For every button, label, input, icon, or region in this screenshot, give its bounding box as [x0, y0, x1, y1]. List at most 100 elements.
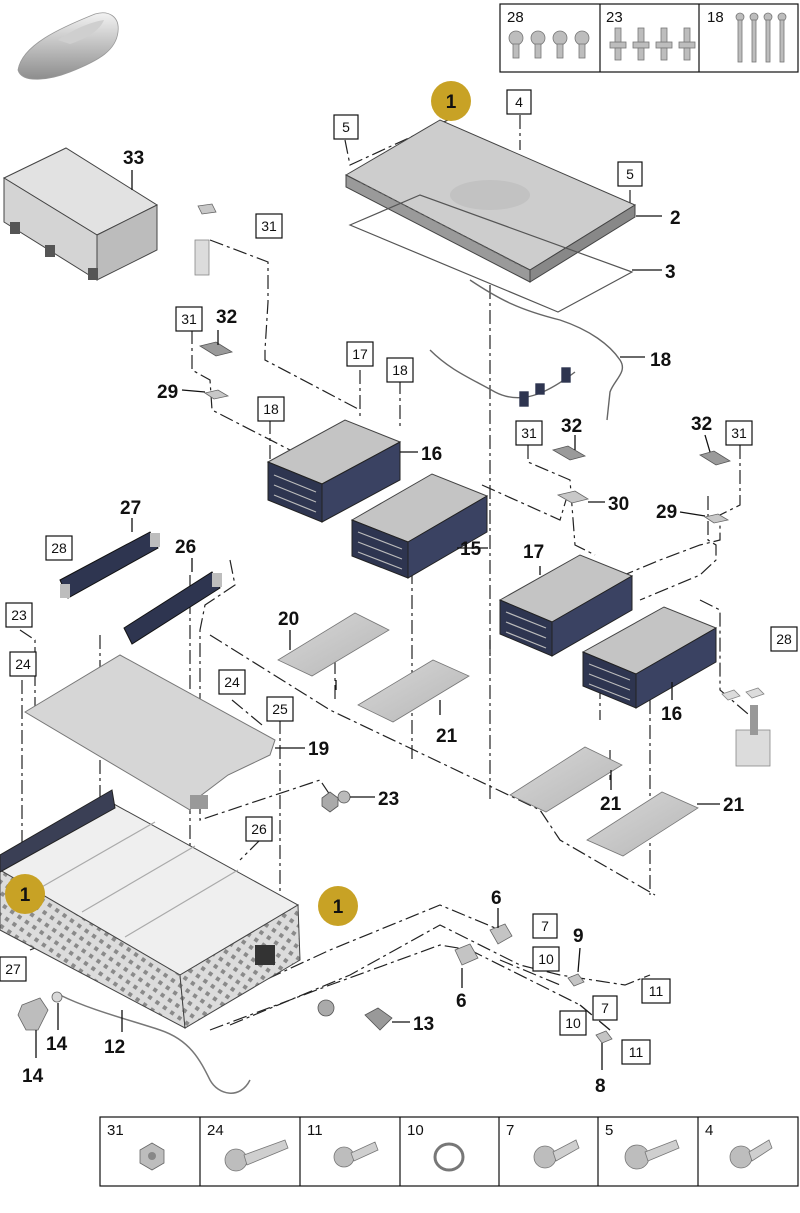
highlight-marker-1[interactable]: 1 [318, 886, 358, 926]
part-21-thermal-pad[interactable] [277, 612, 390, 677]
callout-box-23[interactable]: 23 [5, 602, 33, 628]
part-21-thermal-pad[interactable] [357, 659, 470, 723]
callout-box-31[interactable]: 31 [175, 306, 203, 332]
part-28-connector-right[interactable] [721, 687, 771, 767]
highlight-marker-1[interactable]: 1 [5, 874, 45, 914]
part-19-wiring-harness[interactable] [429, 279, 624, 421]
callout-box-24[interactable]: 25 [266, 696, 294, 722]
callout-box-31[interactable]: 31 [515, 420, 543, 446]
part-30-plate[interactable] [556, 490, 590, 504]
callout-22[interactable]: 23 [378, 789, 399, 810]
part-15-seal-ring[interactable] [51, 991, 63, 1003]
callout-box-5[interactable]: 5 [617, 161, 643, 187]
seal-ring-icon [433, 1142, 465, 1172]
callout-box-7[interactable]: 7 [592, 995, 618, 1021]
callout-box-18[interactable]: 18 [386, 357, 414, 383]
callout-17[interactable]: 17 [523, 542, 544, 563]
callout-32[interactable]: 32 [691, 414, 712, 435]
callout-21[interactable]: 21 [723, 795, 745, 816]
bolt-icon [224, 1139, 289, 1172]
legend-top-label: 28 [507, 9, 524, 26]
callout-14[interactable]: 14 [22, 1066, 44, 1087]
part-32-bracket-middle[interactable] [551, 445, 587, 461]
part-32-bracket-left[interactable] [198, 341, 234, 357]
callout-12[interactable]: 12 [104, 1037, 125, 1058]
callout-21[interactable]: 20 [278, 609, 299, 630]
callout-box-28[interactable]: 28 [45, 535, 73, 561]
part-32-bracket-right[interactable] [699, 450, 731, 466]
part-3-cover-seal[interactable] [348, 194, 634, 313]
part-31-clip-upper[interactable] [194, 203, 217, 276]
callout-21[interactable]: 21 [436, 726, 458, 747]
callout-13[interactable]: 13 [413, 1014, 434, 1035]
callout-box-18[interactable]: 18 [257, 396, 285, 422]
callout-box-31[interactable]: 31 [255, 213, 283, 239]
part-13-service-connector[interactable] [317, 999, 393, 1031]
callout-8[interactable]: 8 [595, 1076, 606, 1097]
callout-box-28[interactable]: 28 [770, 626, 798, 652]
callout-box-24[interactable]: 24 [9, 651, 37, 677]
callout-box-18[interactable]: 17 [346, 341, 374, 367]
callout-33[interactable]: 33 [123, 148, 144, 169]
part-25-side-cover[interactable] [123, 571, 222, 645]
callout-32[interactable]: 32 [561, 416, 582, 437]
callout-box-11[interactable]: 11 [641, 978, 671, 1004]
callout-21[interactable]: 21 [600, 794, 622, 815]
part-12-battery-housing[interactable] [0, 789, 301, 1094]
legend-bottom-label: 31 [107, 1122, 124, 1139]
callout-30[interactable]: 30 [608, 494, 629, 515]
part-22-nut[interactable] [321, 790, 351, 813]
part-6-valve-lower[interactable] [454, 943, 479, 966]
callout-box-7[interactable]: 7 [532, 913, 558, 939]
part-17-module-lower[interactable] [498, 554, 634, 657]
part-8-fitting[interactable] [595, 1030, 613, 1044]
callout-box-23[interactable]: 24 [218, 669, 246, 695]
callout-box-10[interactable]: 10 [532, 946, 560, 972]
callout-6[interactable]: 6 [491, 888, 502, 909]
callout-19[interactable]: 18 [650, 350, 671, 371]
part-2-housing-cover[interactable] [344, 119, 637, 283]
callout-17[interactable]: 16 [421, 444, 442, 465]
callout-16[interactable]: 15 [460, 539, 482, 560]
bottom-fastener-legend: 31 24 11 10 7 5 4 [99, 1116, 799, 1187]
bold-callouts-main: 27 26 15 17 20 16 21 19 23 21 21 6 9 6 1… [22, 498, 745, 1097]
callout-box-11[interactable]: 11 [621, 1039, 651, 1065]
part-20-floor-plate[interactable] [24, 654, 276, 811]
callout-box-26[interactable]: 26 [245, 816, 273, 842]
part-33-battery-storage-box[interactable] [2, 147, 159, 281]
callout-20[interactable]: 19 [308, 739, 329, 760]
part-21-thermal-pad[interactable] [509, 746, 623, 813]
callout-3[interactable]: 3 [665, 262, 676, 283]
callout-16[interactable]: 16 [661, 704, 682, 725]
part-9-fitting[interactable] [567, 973, 585, 987]
callout-32[interactable]: 32 [216, 307, 237, 328]
callout-box-5[interactable]: 5 [333, 114, 359, 140]
part-14-coolant-connector[interactable] [17, 997, 49, 1031]
callout-box-10[interactable]: 10 [559, 1010, 587, 1036]
legend-bottom-label: 24 [207, 1122, 224, 1139]
legend-bottom-label: 7 [506, 1122, 514, 1139]
callout-box-26[interactable]: 27 [0, 956, 27, 982]
part-29-plate-right[interactable] [704, 513, 730, 524]
callout-6[interactable]: 6 [456, 991, 467, 1012]
part-27-side-cover[interactable] [59, 531, 160, 599]
highlight-marker-1[interactable]: 1 [431, 81, 471, 121]
callout-27[interactable]: 27 [120, 498, 141, 519]
svg-text:18: 18 [263, 401, 279, 417]
part-16-module-upper[interactable] [350, 473, 489, 579]
part-16-module-lower[interactable] [581, 606, 718, 709]
svg-text:26: 26 [251, 821, 267, 837]
callout-29[interactable]: 29 [157, 382, 178, 403]
callout-9[interactable]: 9 [573, 926, 584, 947]
callout-2[interactable]: 2 [670, 208, 681, 229]
part-29-plate-left[interactable] [204, 389, 230, 400]
callout-25[interactable]: 26 [175, 537, 196, 558]
part-6-valve-upper[interactable] [489, 923, 513, 945]
boxed-callouts: 4 5 5 31 31 17 18 18 31 31 28 23 28 24 2… [0, 89, 798, 1065]
callout-box-31[interactable]: 31 [725, 420, 753, 446]
part-17-module-upper[interactable] [266, 419, 402, 523]
callout-box-4[interactable]: 4 [506, 89, 532, 115]
part-21-thermal-pad[interactable] [586, 791, 699, 857]
callout-15[interactable]: 14 [46, 1034, 68, 1055]
callout-29[interactable]: 29 [656, 502, 677, 523]
